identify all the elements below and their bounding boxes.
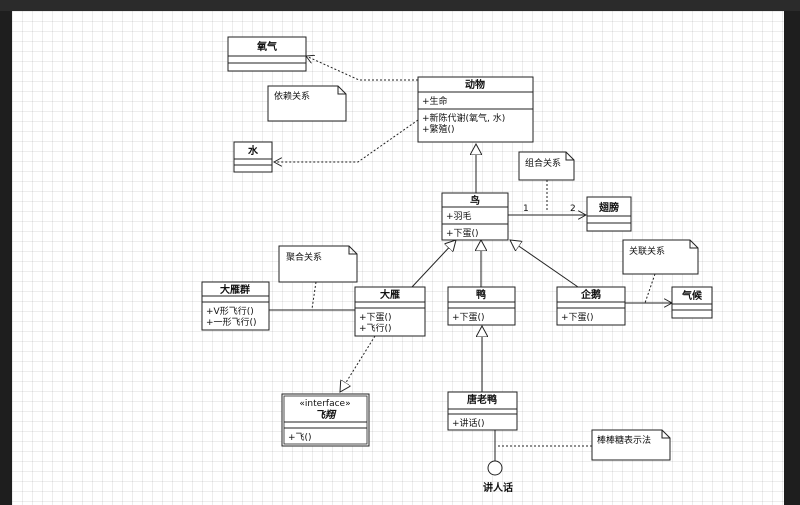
note-lollipop-text: 棒棒糖表示法: [597, 434, 651, 446]
class-goose-op-0: +下蛋(): [359, 312, 392, 323]
lollipop-label: 讲人话: [483, 481, 513, 494]
interface-fly-title: 飞翔: [315, 409, 337, 421]
class-penguin-title: 企鹅: [580, 288, 601, 301]
class-penguin-op-0: +下蛋(): [561, 312, 594, 323]
class-oxygen-title: 氧气: [256, 40, 277, 53]
note-association-text: 关联关系: [629, 245, 665, 257]
realization-goose-fly: [340, 335, 376, 392]
class-water-title: 水: [247, 144, 259, 157]
window-top-bar: [0, 0, 800, 11]
class-animal-attr-0: +生命: [422, 95, 448, 107]
note-dependency[interactable]: 依赖关系: [267, 85, 347, 122]
generalization-goose-bird: [411, 240, 456, 288]
note-anchor-association: [644, 273, 656, 304]
class-water[interactable]: 水: [233, 141, 273, 173]
note-association[interactable]: 关联关系: [622, 239, 699, 275]
interface-fly-op-0: +飞(): [288, 432, 312, 443]
class-wing[interactable]: 翅膀: [586, 196, 632, 232]
note-aggregation-text: 聚合关系: [286, 251, 322, 263]
class-goose-op-1: +飞行(): [359, 322, 392, 334]
class-flock-title: 大雁群: [220, 283, 250, 296]
class-bird-attr-0: +羽毛: [446, 210, 472, 222]
class-goose[interactable]: 大雁 +下蛋() +飞行(): [354, 286, 426, 337]
class-goose-title: 大雁: [380, 288, 400, 301]
class-duck[interactable]: 鸭 +下蛋(): [447, 286, 516, 326]
dependency-animal-oxygen: [306, 56, 418, 81]
right-panel-edge: [784, 11, 800, 505]
class-donald-duck[interactable]: 唐老鸭 +讲话(): [447, 391, 518, 431]
multiplicity-bird: 1: [523, 204, 529, 214]
class-bird-title: 鸟: [470, 194, 480, 207]
class-animal-op-1: +繁殖(): [422, 123, 455, 135]
note-lollipop[interactable]: 棒棒糖表示法: [591, 429, 671, 461]
interface-fly-stereotype: «interface»: [299, 399, 350, 409]
diagram-canvas[interactable]: 讲人话 1 2 依赖关系 组合关系 聚合关系 关联关系 棒棒糖表示法 氧气 水 …: [12, 11, 784, 505]
class-wing-title: 翅膀: [599, 201, 619, 214]
class-duck-title: 鸭: [476, 288, 486, 301]
relationship-lines: [269, 56, 672, 461]
class-penguin[interactable]: 企鹅 +下蛋(): [556, 286, 626, 326]
class-animal-title: 动物: [465, 78, 485, 91]
class-flock-op-1: +一形飞行(): [206, 316, 257, 328]
class-climate[interactable]: 气候: [671, 286, 713, 319]
note-composition-text: 组合关系: [525, 157, 561, 169]
note-aggregation[interactable]: 聚合关系: [278, 245, 358, 283]
dependency-animal-water: [274, 119, 419, 162]
class-bird-op-0: +下蛋(): [446, 228, 479, 239]
class-oxygen[interactable]: 氧气: [227, 36, 307, 72]
note-dependency-text: 依赖关系: [274, 90, 310, 102]
multiplicity-wing: 2: [570, 204, 576, 214]
note-composition[interactable]: 组合关系: [518, 151, 575, 181]
uml-class-diagram: 讲人话 1 2 依赖关系 组合关系 聚合关系 关联关系 棒棒糖表示法 氧气 水 …: [201, 36, 713, 494]
note-anchor-aggregation: [311, 281, 317, 310]
class-flock[interactable]: 大雁群 +V形飞行() +一形飞行(): [201, 281, 270, 331]
left-panel-edge: [0, 11, 12, 505]
class-bird[interactable]: 鸟 +羽毛 +下蛋(): [441, 192, 509, 241]
class-flock-op-0: +V形飞行(): [206, 305, 254, 317]
class-donald-duck-op-0: +讲话(): [452, 417, 485, 429]
class-climate-title: 气候: [681, 289, 703, 302]
class-animal[interactable]: 动物 +生命 +新陈代谢(氧气, 水) +繁殖(): [417, 76, 534, 143]
class-duck-op-0: +下蛋(): [452, 312, 485, 323]
interface-fly[interactable]: «interface» 飞翔 +飞(): [281, 393, 370, 447]
lollipop-interface-icon: [487, 460, 503, 476]
class-animal-op-0: +新陈代谢(氧气, 水): [422, 112, 505, 124]
generalization-penguin-bird: [510, 240, 579, 288]
class-donald-duck-title: 唐老鸭: [467, 393, 497, 406]
